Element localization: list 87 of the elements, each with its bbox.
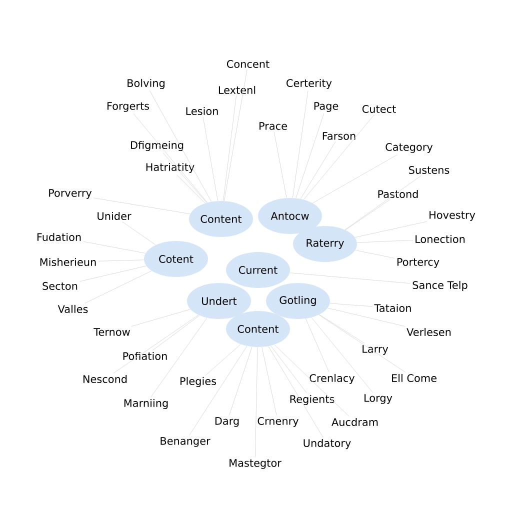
connector-line [223,96,237,202]
term-label: Dfigmeing [131,140,184,152]
connector-line [83,241,146,254]
term-label: Page [314,102,338,112]
term-label: Verlesen [406,328,451,336]
node-label: Content [238,325,279,333]
connector-line [93,198,190,214]
connector-line [274,131,287,198]
term-label: Prace [260,122,287,130]
connector-line [330,303,373,307]
term-label: Hatriatity [146,162,194,174]
term-label: Fudation [37,232,81,242]
term-label: Forgerts [108,102,150,112]
term-label: Valles [58,304,88,314]
connector-line [355,250,395,258]
connector-line [274,344,350,416]
term-label: Plegies [180,376,216,388]
connector-line [354,221,428,238]
connector-line [345,200,390,230]
term-label: Farson [322,132,356,140]
connector-line [152,315,200,350]
connector-line [228,346,252,416]
term-label: Lesion [186,106,218,116]
term-label: Portercy [397,258,440,268]
term-label: Misherieun [40,258,96,266]
connector-line [300,141,336,200]
term-label: Secton [42,282,78,290]
term-label: Crenlacy [310,374,355,384]
term-label: Porverry [49,189,92,199]
connector-line [305,318,330,372]
connector-line [162,152,207,203]
connector-line [150,90,212,202]
term-label: Sance Telp [412,280,468,292]
term-label: Darg [215,417,239,427]
connector-line [79,266,146,282]
connector-line [296,113,324,198]
term-label: Marniing [124,398,168,410]
connector-line [84,270,152,304]
term-label: Aucdram [332,418,378,426]
connector-line [254,346,258,458]
term-label: Lorgy [364,394,392,404]
connector-line [98,260,144,262]
term-label: Cutect [362,105,396,113]
connector-line [318,314,406,372]
term-label: Regients [290,394,334,406]
term-label: Benanger [160,437,210,447]
connector-line [270,345,308,394]
term-label: Pofiation [123,352,167,360]
term-label: Ternow [94,328,130,336]
connector-line [311,317,373,393]
connector-line [133,113,208,203]
connector-line [189,346,248,436]
term-label: Ell Come [392,374,436,382]
term-label: Pastond [378,190,418,198]
term-label: Larry [362,345,388,355]
connector-line [312,154,398,204]
term-label: Lonection [416,234,465,244]
term-label: Sustens [409,166,450,174]
term-label: Mastegtor [230,459,282,469]
connector-line [150,318,208,398]
connector-line [344,175,422,230]
term-label: Certerity [286,78,332,90]
term-label: Bolving [128,78,164,90]
term-label: Category [386,143,433,153]
connector-line [290,272,411,284]
connector-line [268,346,324,438]
term-label: Hovestry [430,211,476,221]
connector-line [327,308,406,327]
connector-line [113,314,199,374]
connector-line [303,114,375,200]
connector-line [205,344,241,376]
term-label: Crnenry [258,417,298,427]
connector-line [122,222,156,246]
connector-line [176,174,206,204]
connector-line [131,309,191,327]
connector-line [356,240,414,243]
connector-line [319,314,365,344]
term-label: Nescond [83,374,127,384]
connector-line [262,346,277,416]
term-label: Concent [226,60,270,68]
term-label: Lextenl [218,86,256,94]
connector-line [202,116,218,202]
term-label: Undatory [304,438,351,450]
term-label: Unider [98,212,132,220]
term-label: Tataion [374,304,411,312]
connector-line [224,69,248,202]
connector-line [292,90,308,198]
